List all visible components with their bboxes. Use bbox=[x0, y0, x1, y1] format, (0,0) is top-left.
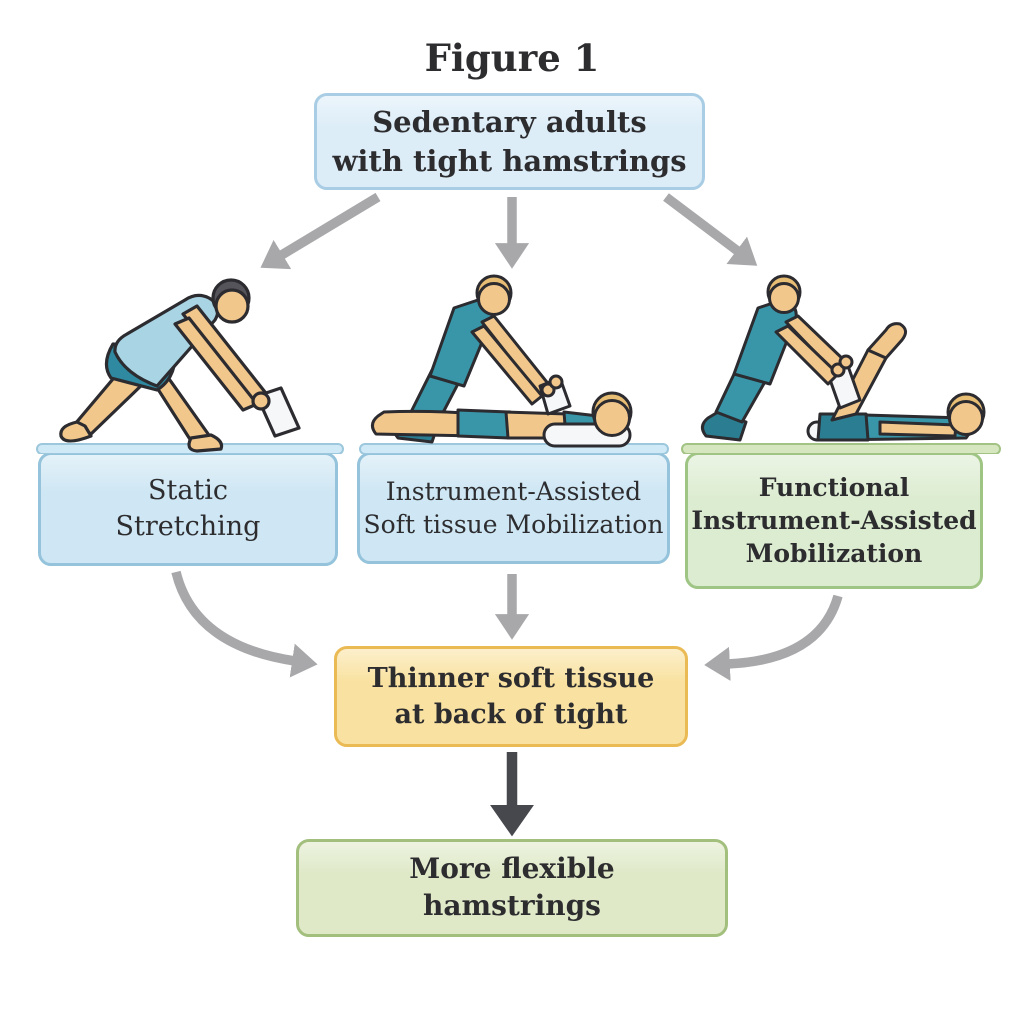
node-mechanism: Thinner soft tissue at back of tight bbox=[334, 646, 688, 747]
node-iastm: Instrument-Assisted Soft tissue Mobiliza… bbox=[357, 452, 670, 564]
node-functional-iastm: Functional Instrument-Assisted Mobilizat… bbox=[685, 452, 983, 589]
therapist-arms-and-tool bbox=[774, 314, 862, 410]
arrow-static-stretching-to-mechanism bbox=[171, 570, 318, 678]
static-stretching-figure-icon bbox=[36, 278, 344, 454]
head bbox=[214, 288, 250, 324]
treatment-mat bbox=[681, 443, 1001, 454]
functional-iastm-figure-icon bbox=[681, 274, 1001, 454]
arrow-population-to-static-stretching bbox=[260, 192, 381, 270]
prone-patient bbox=[371, 391, 633, 448]
node-static-stretching-label: Static Stretching bbox=[115, 475, 261, 542]
static-stretching-illustration bbox=[35, 258, 345, 454]
node-outcome-label: More flexible hamstrings bbox=[409, 852, 615, 922]
figure-title: Figure 1 bbox=[424, 36, 600, 80]
node-functional-iastm-label: Functional Instrument-Assisted Mobilizat… bbox=[691, 473, 977, 568]
arrow-population-to-functional-iastm bbox=[663, 193, 758, 266]
arrow-functional-iastm-to-mechanism bbox=[704, 594, 843, 681]
therapist bbox=[701, 274, 802, 442]
node-iastm-label: Instrument-Assisted Soft tissue Mobiliza… bbox=[363, 477, 664, 539]
node-population-label: Sedentary adults with tight hamstrings bbox=[332, 105, 687, 178]
node-mechanism-label: Thinner soft tissue at back of tight bbox=[367, 662, 655, 730]
iastm-prone-illustration bbox=[358, 266, 670, 454]
functional-iastm-illustration bbox=[680, 262, 1002, 454]
prone-iastm-figure-icon bbox=[359, 274, 669, 454]
node-outcome: More flexible hamstrings bbox=[296, 839, 728, 937]
therapist-arms-and-tool bbox=[470, 314, 572, 416]
node-static-stretching: Static Stretching bbox=[38, 452, 338, 566]
stretching-person bbox=[59, 278, 301, 453]
raised-foot bbox=[866, 322, 907, 360]
node-population: Sedentary adults with tight hamstrings bbox=[314, 93, 705, 190]
